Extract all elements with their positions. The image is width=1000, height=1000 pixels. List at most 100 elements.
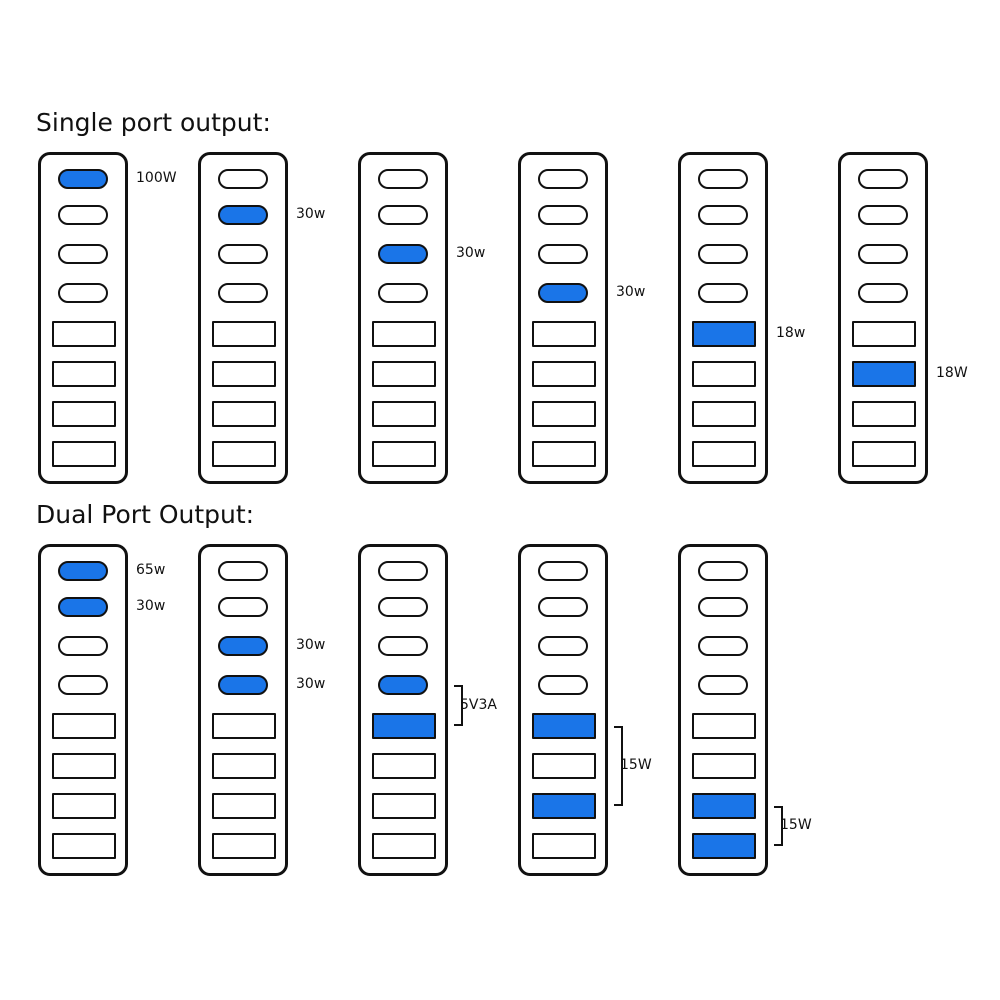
usb-c-port (698, 561, 748, 581)
dual-port-title: Dual Port Output: (36, 500, 255, 529)
power-label: 65w (136, 562, 166, 578)
power-label: 30w (136, 598, 166, 614)
power-label: 15W (620, 757, 652, 773)
usb-c-port (218, 675, 268, 695)
usb-hub (198, 544, 288, 876)
power-label: 100W (136, 170, 177, 186)
usb-hub (38, 152, 128, 484)
usb-a-port (692, 713, 756, 739)
power-label: 30w (296, 637, 326, 653)
usb-hub (678, 152, 768, 484)
usb-c-port (698, 205, 748, 225)
usb-c-port (698, 636, 748, 656)
usb-a-port (212, 441, 276, 467)
usb-hub (358, 152, 448, 484)
power-label: 18w (776, 325, 806, 341)
usb-c-port (378, 205, 428, 225)
single-port-title: Single port output: (36, 108, 271, 137)
usb-c-port (218, 636, 268, 656)
usb-c-port (218, 597, 268, 617)
usb-c-port (858, 244, 908, 264)
usb-c-port (218, 169, 268, 189)
usb-hub (518, 544, 608, 876)
power-label: 30w (456, 245, 486, 261)
usb-a-port (532, 793, 596, 819)
usb-a-port (372, 713, 436, 739)
power-label: 15W (780, 817, 812, 833)
usb-a-port (692, 401, 756, 427)
usb-a-port (52, 441, 116, 467)
usb-a-port (372, 833, 436, 859)
usb-c-port (378, 561, 428, 581)
usb-a-port (52, 793, 116, 819)
port-pair-bracket (614, 726, 623, 806)
usb-c-port (218, 205, 268, 225)
usb-a-port (212, 321, 276, 347)
usb-a-port (532, 401, 596, 427)
usb-c-port (698, 597, 748, 617)
usb-c-port (218, 561, 268, 581)
usb-c-port (538, 636, 588, 656)
usb-a-port (52, 361, 116, 387)
usb-a-port (372, 401, 436, 427)
usb-a-port (532, 361, 596, 387)
power-label: 30w (616, 284, 646, 300)
power-label: 5V3A (460, 696, 497, 713)
usb-a-port (852, 361, 916, 387)
usb-c-port (538, 675, 588, 695)
usb-a-port (692, 321, 756, 347)
usb-hub (198, 152, 288, 484)
usb-a-port (532, 833, 596, 859)
usb-c-port (58, 205, 108, 225)
usb-a-port (852, 401, 916, 427)
port-pair-bracket (774, 806, 783, 846)
usb-c-port (538, 205, 588, 225)
usb-c-port (538, 561, 588, 581)
usb-a-port (692, 361, 756, 387)
usb-a-port (52, 713, 116, 739)
usb-c-port (858, 169, 908, 189)
usb-a-port (212, 833, 276, 859)
usb-a-port (532, 753, 596, 779)
usb-a-port (212, 401, 276, 427)
usb-hub (518, 152, 608, 484)
usb-c-port (58, 636, 108, 656)
usb-c-port (58, 597, 108, 617)
usb-c-port (538, 169, 588, 189)
usb-c-port (58, 561, 108, 581)
usb-c-port (58, 675, 108, 695)
usb-c-port (538, 597, 588, 617)
usb-c-port (58, 169, 108, 189)
power-label: 30w (296, 206, 326, 222)
usb-hub (358, 544, 448, 876)
usb-c-port (58, 283, 108, 303)
usb-c-port (378, 244, 428, 264)
port-pair-bracket (454, 685, 463, 726)
usb-c-port (218, 283, 268, 303)
usb-hub (838, 152, 928, 484)
usb-hub (678, 544, 768, 876)
usb-a-port (692, 441, 756, 467)
usb-a-port (52, 833, 116, 859)
usb-a-port (852, 321, 916, 347)
usb-a-port (212, 793, 276, 819)
usb-a-port (532, 321, 596, 347)
usb-a-port (212, 753, 276, 779)
usb-a-port (372, 753, 436, 779)
usb-a-port (52, 321, 116, 347)
usb-c-port (58, 244, 108, 264)
usb-a-port (852, 441, 916, 467)
usb-c-port (698, 169, 748, 189)
usb-a-port (212, 361, 276, 387)
power-label: 18W (936, 365, 968, 381)
usb-a-port (372, 793, 436, 819)
usb-c-port (538, 244, 588, 264)
usb-a-port (52, 753, 116, 779)
usb-c-port (378, 675, 428, 695)
usb-c-port (218, 244, 268, 264)
usb-c-port (858, 283, 908, 303)
usb-c-port (378, 169, 428, 189)
usb-c-port (378, 636, 428, 656)
usb-a-port (372, 361, 436, 387)
usb-hub (38, 544, 128, 876)
